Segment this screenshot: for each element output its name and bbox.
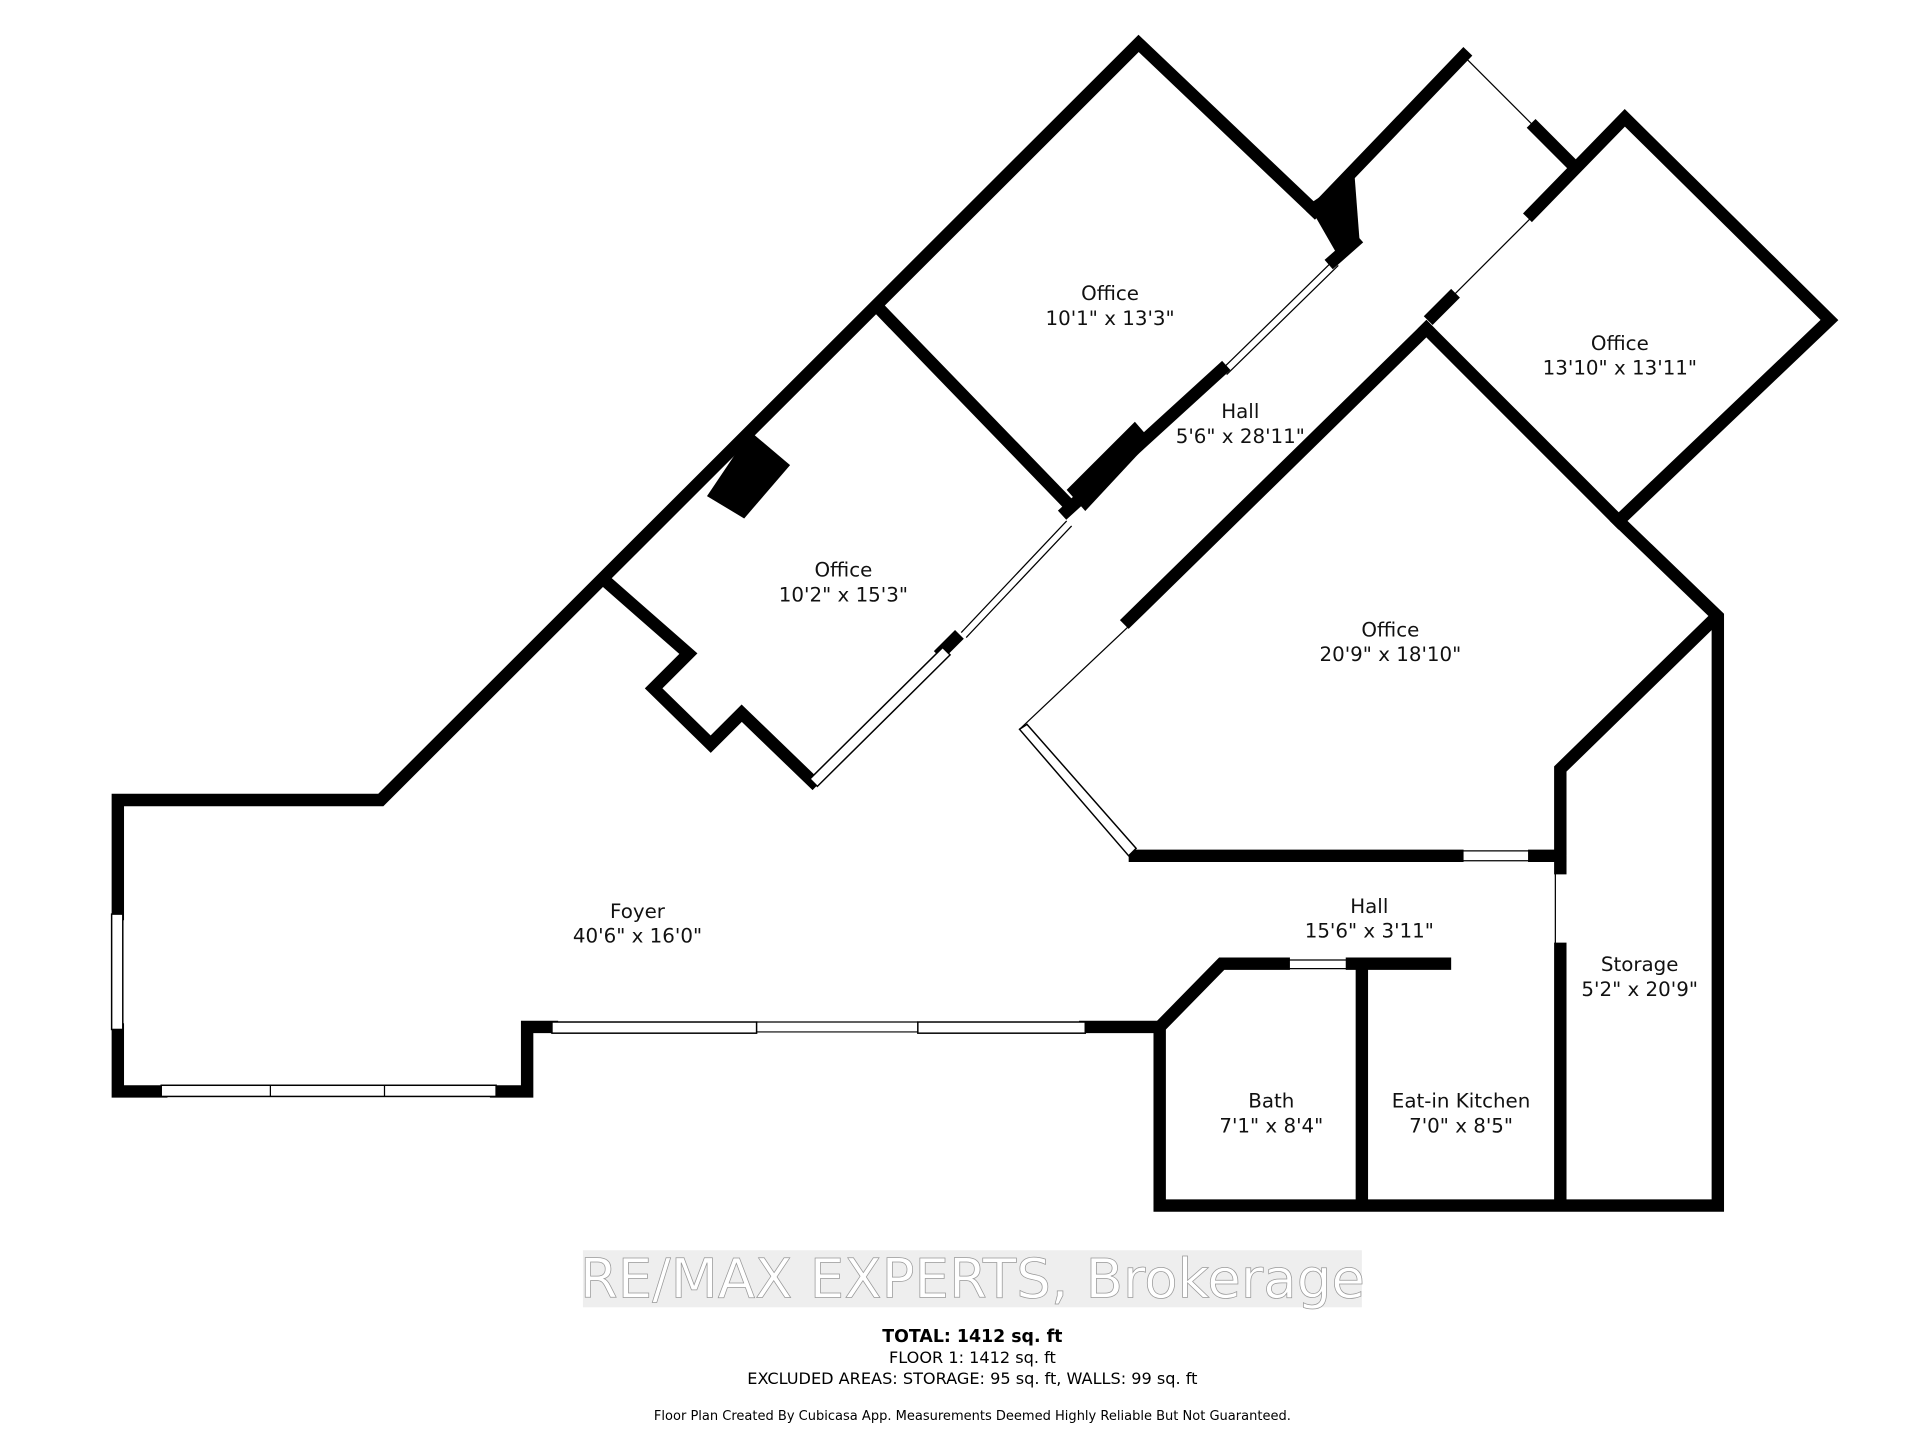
svg-text:15'6" x 3'11": 15'6" x 3'11" (1305, 920, 1434, 943)
svg-text:13'10" x 13'11": 13'10" x 13'11" (1543, 357, 1697, 380)
svg-text:5'6" x 28'11": 5'6" x 28'11" (1176, 425, 1305, 448)
svg-text:7'1" x 8'4": 7'1" x 8'4" (1219, 1114, 1323, 1137)
excluded-areas: EXCLUDED AREAS: STORAGE: 95 sq. ft, WALL… (747, 1369, 1197, 1388)
svg-text:Foyer: Foyer (610, 900, 666, 923)
openings (756, 55, 1556, 1033)
svg-text:Eat-in Kitchen: Eat-in Kitchen (1392, 1090, 1531, 1113)
svg-text:20'9" x 18'10": 20'9" x 18'10" (1319, 643, 1461, 666)
svg-text:Office: Office (1081, 282, 1139, 305)
svg-text:Storage: Storage (1601, 953, 1679, 976)
windows (110, 646, 1138, 1098)
watermark: RE/MAX EXPERTS, Brokerage (579, 1246, 1365, 1311)
total-area: TOTAL: 1412 sq. ft (882, 1327, 1062, 1347)
svg-text:5'2" x 20'9": 5'2" x 20'9" (1581, 978, 1698, 1001)
svg-text:Bath: Bath (1248, 1090, 1294, 1113)
svg-text:Office: Office (1361, 618, 1419, 641)
watermark-text: RE/MAX EXPERTS, Brokerage (580, 1246, 1365, 1310)
svg-text:40'6" x 16'0": 40'6" x 16'0" (573, 925, 702, 948)
svg-text:Office: Office (1591, 332, 1649, 355)
columns (706, 173, 1360, 519)
svg-text:10'1" x 13'3": 10'1" x 13'3" (1045, 307, 1174, 330)
disclaimer: Floor Plan Created By Cubicasa App. Meas… (654, 1409, 1291, 1424)
svg-text:7'0" x 8'5": 7'0" x 8'5" (1409, 1114, 1513, 1137)
floor-area: FLOOR 1: 1412 sq. ft (889, 1348, 1056, 1367)
area-summary: TOTAL: 1412 sq. ft FLOOR 1: 1412 sq. ft … (654, 1327, 1291, 1424)
svg-text:Hall: Hall (1221, 400, 1259, 423)
svg-text:10'2" x 15'3": 10'2" x 15'3" (779, 584, 908, 607)
svg-text:Office: Office (814, 559, 872, 582)
svg-text:Hall: Hall (1350, 895, 1388, 918)
